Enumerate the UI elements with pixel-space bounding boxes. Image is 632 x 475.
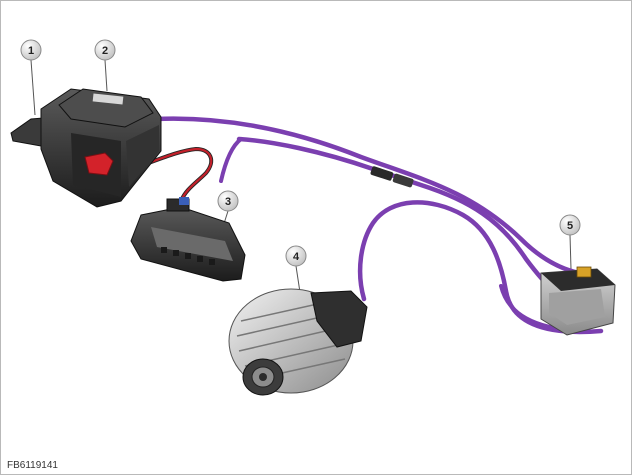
callout-badge-4: 4 — [285, 245, 307, 267]
red-cable — [129, 146, 214, 203]
callout-number-4: 4 — [293, 251, 300, 263]
control-unit — [540, 266, 616, 336]
callout-badge-5: 5 — [559, 214, 581, 236]
figure-code: FB6119141 — [7, 460, 58, 471]
callout-badge-2: 2 — [94, 39, 116, 61]
callout-number-5: 5 — [567, 220, 573, 232]
callout-number-2: 2 — [102, 45, 108, 57]
callout-number-3: 3 — [225, 196, 231, 208]
battery-housing — [10, 88, 162, 208]
inline-connector — [370, 166, 414, 188]
callout-badge-3: 3 — [217, 190, 239, 212]
callout-badge-1: 1 — [20, 39, 42, 61]
callout-number-1: 1 — [28, 45, 34, 57]
power-distribution-box — [130, 197, 246, 282]
alternator — [228, 288, 368, 396]
